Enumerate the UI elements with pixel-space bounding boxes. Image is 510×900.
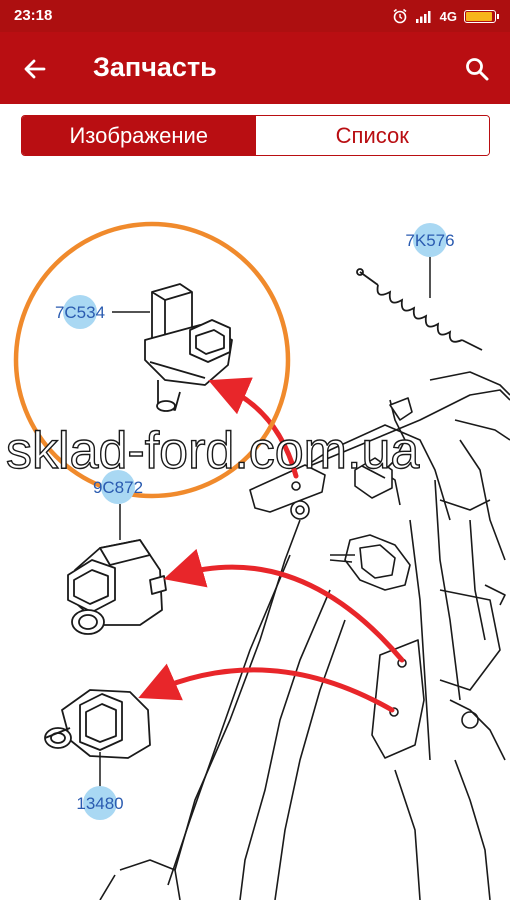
search-button[interactable]: [456, 48, 498, 90]
app-bar: Запчасть: [0, 32, 510, 104]
battery-level: [466, 11, 492, 21]
page-title: Запчасть: [93, 52, 217, 82]
callout-9c872[interactable]: 9C872: [93, 470, 143, 504]
signal-icon: [415, 11, 431, 23]
callout-label: 7C534: [55, 303, 105, 322]
tab-group: Изображение Список: [21, 115, 490, 156]
switch-9c872: [67, 539, 167, 635]
return-spring: [356, 268, 483, 351]
watermark: sklad-ford.com.ua: [6, 422, 419, 480]
parts-diagram: 7K576 7C534 9C872 13480 sklad-ford.com.u…: [0, 170, 510, 900]
status-bar: 23:18 4G: [0, 0, 510, 32]
network-type: 4G: [439, 8, 457, 24]
callout-13480[interactable]: 13480: [76, 786, 124, 820]
callout-label: 13480: [76, 794, 123, 813]
red-arrows: [138, 377, 405, 713]
tab-image[interactable]: Изображение: [22, 116, 256, 155]
callout-bubble: [413, 223, 447, 257]
tab-list[interactable]: Список: [255, 116, 489, 155]
callout-label: 9C872: [93, 478, 143, 497]
callout-bubble: [101, 470, 135, 504]
view-switcher: Изображение Список: [0, 104, 510, 171]
switch-13480: [44, 689, 151, 759]
alarm-icon: [393, 8, 407, 24]
mount-brackets: [249, 397, 425, 759]
callout-7k576[interactable]: 7K576: [405, 223, 455, 257]
back-button[interactable]: [14, 48, 56, 90]
leader-lines: [99, 256, 431, 788]
callout-bubble: [83, 786, 117, 820]
callout-7c534[interactable]: 7C534: [55, 295, 105, 329]
search-icon: [466, 58, 489, 81]
battery-icon: [464, 9, 499, 23]
callout-label: 7K576: [405, 231, 454, 250]
pedal-assembly: [99, 371, 510, 900]
status-time: 23:18: [14, 7, 53, 24]
callout-bubble: [63, 295, 97, 329]
status-indicators: 4G: [392, 6, 499, 26]
highlight-circle: [13, 221, 291, 499]
arrow-left-icon: [24, 59, 46, 79]
switch-7c534: [144, 283, 233, 412]
